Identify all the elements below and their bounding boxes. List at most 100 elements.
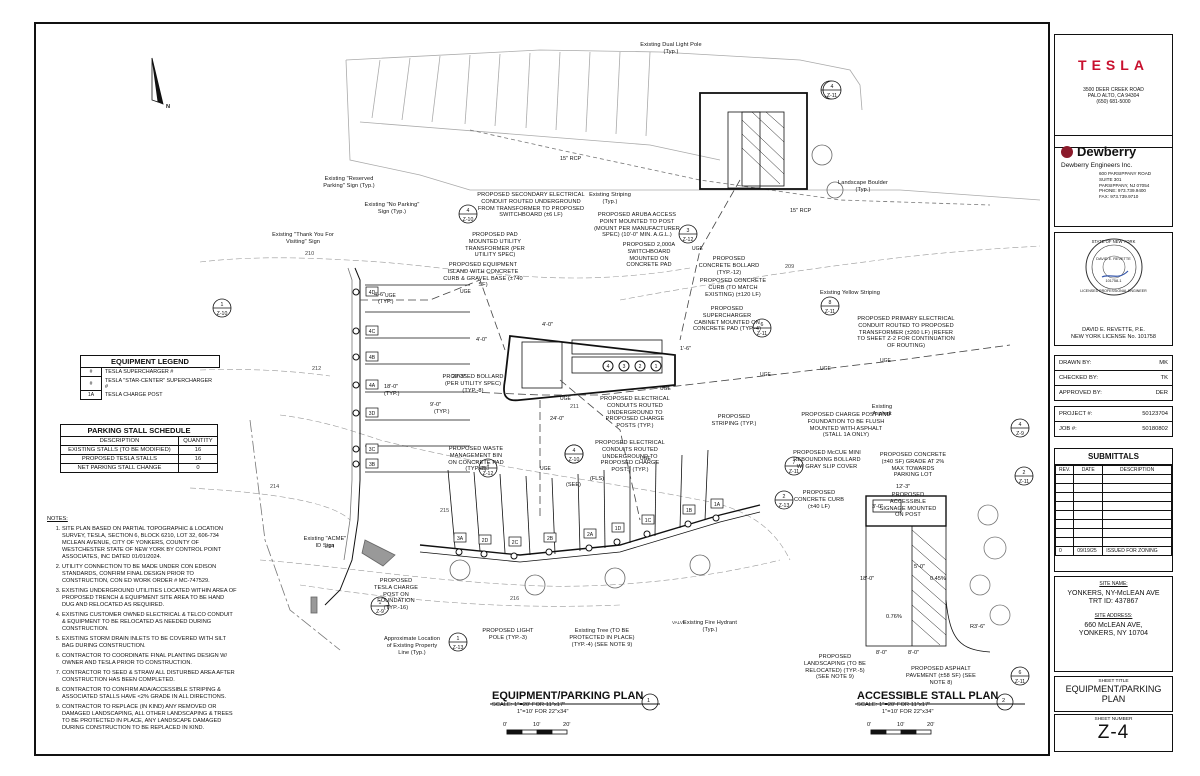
callout-label: Existing Fire Hydrant (Typ.)	[682, 620, 737, 633]
uge-label: UGE	[760, 372, 772, 378]
contour-label: 214	[270, 484, 279, 490]
plan-number-1: 1	[647, 698, 651, 704]
project-value: 50123704	[1142, 411, 1168, 417]
site-name-label: SITE NAME:	[1099, 581, 1128, 587]
stall-label: 4A	[369, 383, 376, 389]
site-address-2: YONKERS, NY 10704	[1078, 630, 1149, 637]
detail-reference-text: 4	[831, 84, 834, 90]
detail-reference-text: 1	[379, 600, 382, 606]
submittals-col-date: DATE	[1073, 465, 1104, 475]
submittal-rev	[1054, 510, 1075, 520]
bollard-icon	[510, 552, 518, 560]
note-item: CONTRACTOR TO SEED & STRAW ALL DISTURBED…	[62, 670, 237, 684]
equipment-legend: EQUIPMENT LEGEND #TESLA SUPERCHARGER ## T…	[80, 355, 220, 400]
note-item: CONTRACTOR TO COORDINATE FINAL PLANTING …	[62, 653, 237, 667]
scale-1-a: 0'	[503, 722, 508, 728]
scale-2-a: 0'	[867, 722, 872, 728]
schedule-row: EXISTING STALLS (TO BE MODIFIED)16	[60, 445, 219, 455]
sheet-number-block: SHEET NUMBER Z-4	[1054, 714, 1173, 752]
submittal-desc	[1102, 474, 1172, 484]
schedule-cell-qty: 16	[177, 454, 219, 464]
charge-post-icon: 1A	[80, 390, 102, 400]
dimension-label: (SEE)	[566, 482, 581, 488]
dewberry-logo: Dewberry	[1061, 144, 1172, 159]
contour-label: 212	[312, 366, 321, 372]
callout-label: Landscape Boulder (Typ.)	[838, 180, 888, 193]
contour-label: 216	[510, 596, 519, 602]
callout-label: PROPOSED ELECTRICAL CONDUITS ROUTED UNDE…	[595, 440, 665, 474]
detail-reference-text: Z-11	[1015, 679, 1025, 685]
detail-reference-text: Z-11	[757, 331, 767, 337]
callout-label: PROPOSED LIGHT POLE (TYP.-3)	[482, 628, 534, 641]
detail-reference-text: 3	[687, 228, 690, 234]
plan-title-1-text: EQUIPMENT/PARKING PLAN	[492, 690, 644, 702]
site-block: SITE NAME: YONKERS, NY-McLEAN AVE TRT ID…	[1054, 576, 1173, 672]
submittal-date	[1073, 483, 1104, 493]
scale-2-c: 20'	[927, 722, 935, 728]
dimension-label: 4'-0"	[476, 337, 487, 343]
charge-post-icon	[365, 286, 379, 297]
callout-label: PROPOSED PRIMARY ELECTRICAL CONDUIT ROUT…	[857, 316, 955, 350]
charge-post-icon	[365, 407, 379, 418]
detail-reference-text: 6	[761, 322, 764, 328]
charge-post-icon	[641, 514, 655, 525]
pe-name: DAVID E. REVETTE, P.E.	[1082, 327, 1145, 333]
tesla-logo: TESLA	[1078, 57, 1149, 73]
legend-title: EQUIPMENT LEGEND	[80, 355, 220, 368]
site-name-1: YONKERS, NY-McLEAN AVE	[1067, 590, 1160, 597]
detail-reference-text: 4	[467, 208, 470, 214]
dimension-label: 9'-0"	[430, 402, 441, 408]
dimension-label: (FLS)	[590, 476, 604, 482]
submittal-rev	[1054, 528, 1075, 538]
dimension-label: 18'-0"	[384, 384, 398, 390]
submittal-row	[1054, 474, 1172, 484]
note-item: CONTRACTOR TO CONFIRM ADA/ACCESSIBLE STR…	[62, 687, 237, 701]
detail-reference-text: 1	[487, 462, 490, 468]
legend-table: EQUIPMENT LEGEND #TESLA SUPERCHARGER ## T…	[80, 355, 220, 400]
sheet-number-label: SHEET NUMBER	[1094, 717, 1133, 722]
stall-label: 3C	[369, 447, 376, 453]
submittal-desc	[1102, 528, 1172, 538]
bollard-icon	[585, 544, 593, 552]
supercharger-icon	[634, 360, 646, 372]
uge-label: UGE	[460, 289, 472, 295]
supercharger-number: 3	[623, 364, 626, 370]
uge-label: UGE	[660, 386, 672, 392]
submittal-rev	[1054, 501, 1075, 511]
legend-label: TESLA CHARGE POST	[105, 392, 163, 398]
callout-label: PROPOSED EQUIPMENT ISLAND WITH CONCRETE …	[443, 262, 523, 289]
dimension-label: 8'-0"	[908, 650, 919, 656]
stall-label: 3B	[369, 462, 376, 468]
detail-reference-text: Z-13	[779, 503, 790, 509]
callout-label: PROPOSED PAD MOUNTED UTILITY TRANSFORMER…	[465, 232, 525, 259]
submittal-date	[1073, 492, 1104, 502]
notes-title: NOTES:	[47, 516, 68, 522]
signoff-value: TK	[1160, 375, 1168, 381]
submittal-desc	[1102, 519, 1172, 529]
schedule-col-qty: QUANTITY	[177, 436, 219, 446]
charge-post-icon	[365, 351, 379, 362]
dimension-label: 8'-0"	[876, 650, 887, 656]
callout-label: PROPOSED ARUBA ACCESS POINT MOUNTED TO P…	[594, 212, 680, 239]
signoff-row: CHECKED BY:TK	[1055, 371, 1172, 386]
contour-label: 211	[570, 404, 579, 410]
supercharger-icon: #	[80, 367, 102, 377]
tesla-address-1: 3500 DEER CREEK ROAD	[1083, 87, 1144, 93]
pe-name-block: DAVID E. REVETTE, P.E. NEW YORK LICENSE …	[1055, 327, 1172, 341]
supercharger-number: 1	[655, 364, 658, 370]
hydrant-label: VALVE	[672, 620, 686, 625]
engineer-address-2: SUITE 301	[1099, 176, 1122, 182]
bollard-icon	[352, 381, 360, 389]
submittal-row	[1054, 501, 1172, 511]
callout-label: Existing "Reserved Parking" Sign (Typ.)	[323, 176, 375, 189]
callout-label: Existing "Thank You For Visiting" Sign	[272, 232, 334, 245]
project-row: JOB #:50180802	[1055, 422, 1172, 436]
callout-label: PROPOSED CHARGE POST AND FOUNDATION TO B…	[801, 412, 891, 439]
legend-item: #TESLA SUPERCHARGER #	[80, 367, 220, 377]
schedule-cell-desc: NET PARKING STALL CHANGE	[60, 463, 179, 473]
callout-label: PROPOSED TESLA CHARGE POST ON FOUNDATION…	[373, 578, 419, 612]
stall-label: 2B	[547, 536, 554, 542]
signoff-row: DRAWN BY:MK	[1055, 356, 1172, 371]
